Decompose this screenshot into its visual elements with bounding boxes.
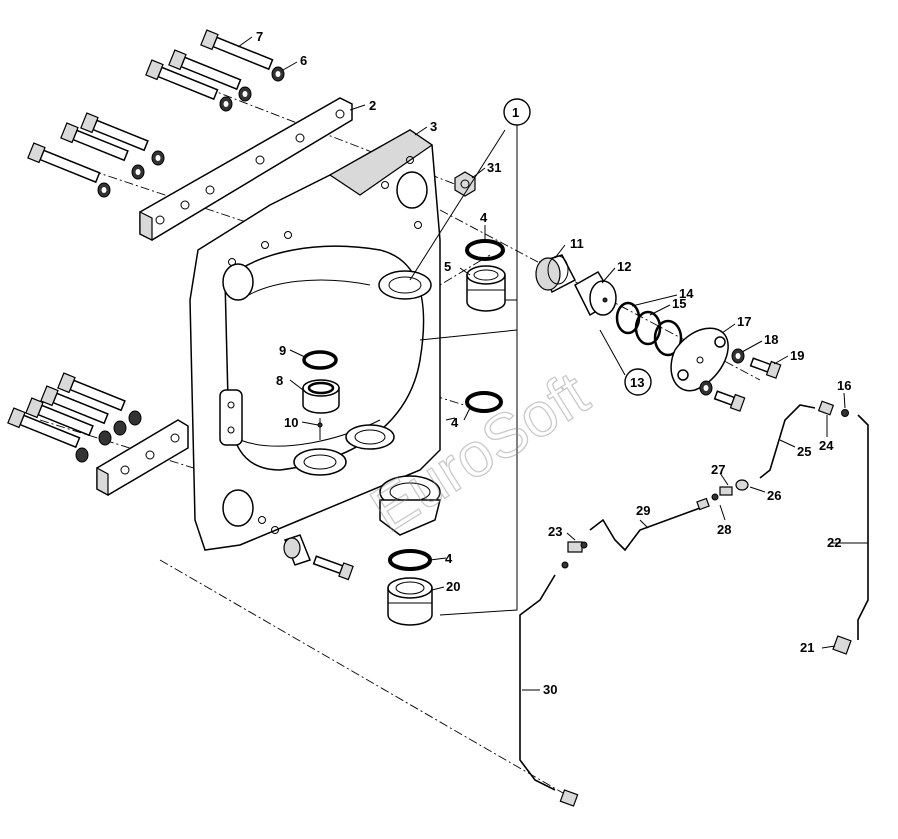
callout-16: 16 (837, 378, 851, 393)
callout-11: 11 (570, 236, 584, 251)
callout-22: 22 (827, 535, 841, 550)
cover-plate-17 (670, 327, 729, 392)
callout-26: 26 (767, 488, 781, 503)
leader-lines (237, 36, 868, 691)
seal-9 (302, 350, 338, 370)
bolt-set-upper (27, 29, 274, 184)
callout-4-lower: 4 (445, 551, 453, 566)
bushing-5 (466, 265, 506, 312)
callout-5: 5 (444, 259, 451, 274)
callout-25: 25 (797, 444, 811, 459)
callout-8: 8 (276, 373, 283, 388)
bushing-20 (387, 577, 433, 626)
callout-15: 15 (672, 296, 686, 311)
bushing-8 (302, 379, 340, 414)
callout-7: 7 (256, 29, 263, 44)
o-ring-15 (634, 310, 683, 357)
callout-17: 17 (737, 314, 751, 329)
nut-31 (454, 171, 476, 197)
callout-21: 21 (800, 640, 814, 655)
callout-10: 10 (284, 415, 298, 430)
callout-6: 6 (300, 53, 307, 68)
callout-23: 23 (548, 524, 562, 539)
callout-24: 24 (819, 438, 834, 453)
seal-4-mid (465, 391, 503, 413)
washer-18 (699, 348, 745, 396)
grease-nipple-10 (317, 418, 323, 440)
callout-labels: 1 2 3 4 4 4 5 6 7 8 9 10 11 12 13 14 15 … (256, 29, 851, 697)
callout-2: 2 (369, 98, 376, 113)
callout-29: 29 (636, 503, 650, 518)
mounting-plate-upper (139, 97, 353, 241)
seal-4-upper (465, 239, 505, 261)
callout-13: 13 (630, 375, 644, 390)
callout-bracket-1 (409, 125, 518, 616)
callout-1: 1 (512, 105, 519, 120)
hydraulic-lines (519, 400, 869, 807)
seal-4-lower (388, 549, 432, 571)
callout-14: 14 (679, 286, 694, 301)
axle-frame (189, 129, 441, 551)
callout-19: 19 (790, 348, 804, 363)
callout-9: 9 (279, 343, 286, 358)
callout-31: 31 (487, 160, 501, 175)
pivot-pin-12 (574, 270, 617, 317)
callout-4-mid: 4 (451, 415, 459, 430)
callout-28: 28 (717, 522, 731, 537)
callout-4-upper: 4 (480, 210, 488, 225)
mounting-plate-lower (96, 419, 189, 497)
callout-20: 20 (446, 579, 460, 594)
callout-12: 12 (617, 259, 631, 274)
callout-18: 18 (764, 332, 778, 347)
pivot-pin-11 (535, 254, 577, 294)
callout-3: 3 (430, 119, 437, 134)
washer-set-upper (97, 66, 285, 198)
bolt-set-lower (7, 372, 142, 463)
callout-circles (503, 98, 652, 396)
pin-and-bolt-lower (283, 534, 354, 581)
callout-27: 27 (711, 462, 725, 477)
callout-30: 30 (543, 682, 557, 697)
